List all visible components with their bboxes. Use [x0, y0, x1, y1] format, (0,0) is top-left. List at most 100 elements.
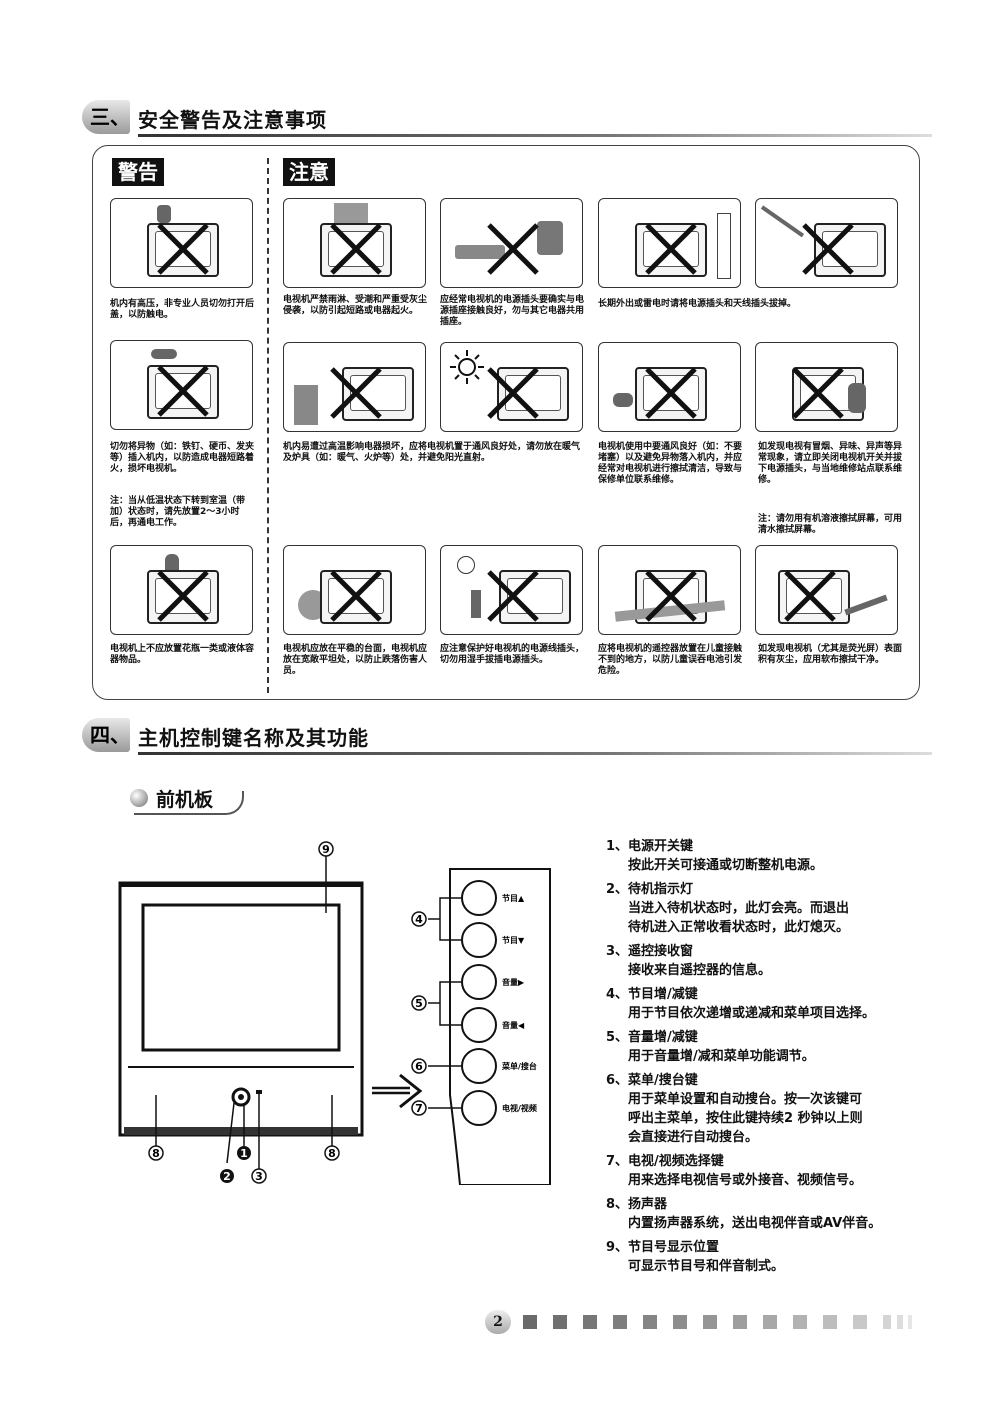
function-item: 7、电视/视频选择键 用来选择电视信号或外接音、视频信号。 — [606, 1153, 936, 1190]
cross-icon — [645, 367, 697, 419]
cross-icon — [157, 223, 209, 275]
function-title: 8、扬声器 — [606, 1197, 668, 1212]
caution-text-abnormal: 如发现电视有冒烟、异味、异声等异常现象，请立即关闭电视机开关并拔下电源插头，与当… — [758, 442, 903, 485]
lightning-illustration — [760, 205, 805, 238]
section-4-heading: 四、 主机控制键名称及其功能 — [82, 718, 932, 758]
footer-square-icon — [553, 1315, 567, 1329]
hand-illustration — [151, 349, 177, 359]
cross-icon — [330, 570, 382, 622]
footer-square-icon — [883, 1315, 891, 1329]
cross-icon — [330, 223, 382, 275]
function-desc: 用于音量增/减和菜单功能调节。 — [628, 1049, 815, 1064]
caution-card-screen-cleaning — [755, 545, 898, 635]
caution-card-thunder — [598, 198, 741, 288]
section-number: 四、 — [82, 718, 130, 752]
caution-card-abnormal — [755, 342, 898, 432]
caution-text-heat: 机内易遭过高温影响电器损坏，应将电视机置于通风良好处，请勿放在暖气及炉具（如：暖… — [283, 442, 581, 463]
function-desc: 按此开关可接通或切断整机电源。 — [628, 858, 824, 873]
caution-card-antenna — [755, 198, 898, 288]
function-item: 1、电源开关键 按此开关可接通或切断整机电源。 — [606, 838, 936, 875]
caution-text-wet-hands: 应注意保护好电视机的电源线插头，切勿用湿手拔插电源插头。 — [440, 644, 585, 665]
caution-card-socket — [440, 198, 583, 288]
footer-square-icon — [613, 1315, 627, 1329]
power-strip-illustration — [455, 245, 505, 259]
cross-icon — [157, 365, 209, 417]
plug-illustration — [471, 590, 481, 618]
caution-text-remote: 应将电视机的遥控器放置在儿童接触不到的地方，以防儿童误吞电池引发危险。 — [598, 644, 743, 676]
function-list: 1、电源开关键 按此开关可接通或切断整机电源。 2、待机指示灯 当进入待机状态时… — [606, 838, 936, 1282]
hand-illustration — [848, 383, 866, 413]
caution-card-ventilation — [598, 342, 741, 432]
function-title: 1、电源开关键 — [606, 839, 694, 854]
caution-card-remote — [598, 545, 741, 635]
section-title: 安全警告及注意事项 — [138, 108, 327, 132]
callout-8-left: 8 — [152, 1147, 160, 1160]
caution-card-stability — [283, 545, 426, 635]
safety-panel — [92, 145, 920, 700]
caution-card-wet-hands — [440, 545, 583, 635]
footer-square-icon — [763, 1315, 777, 1329]
button-label-volume-down: 音量◀ — [502, 1020, 525, 1030]
panel-divider — [267, 158, 269, 693]
caution-card-rain — [283, 198, 426, 288]
callout-2: 2 — [223, 1170, 231, 1183]
section-title: 主机控制键名称及其功能 — [138, 726, 369, 750]
caution-text-rain: 电视机严禁雨淋、受潮和严重受灰尘侵袭，以防引起短路或电器起火。 — [283, 295, 428, 316]
caution-tag: 注意 — [283, 158, 335, 186]
warning-card-vase — [110, 545, 253, 635]
callout-8-right: 8 — [328, 1147, 336, 1160]
footer-square-icon — [908, 1315, 912, 1329]
function-title: 3、遥控接收窗 — [606, 944, 694, 959]
footer-square-icon — [643, 1315, 657, 1329]
function-title: 5、音量增/减键 — [606, 1030, 698, 1045]
function-item: 6、菜单/搜台键 用于菜单设置和自动搜台。按一次该键可 呼出主菜单，按住此键持续… — [606, 1072, 936, 1147]
function-title: 7、电视/视频选择键 — [606, 1154, 724, 1169]
function-item: 9、节目号显示位置 可显示节目号和伴音制式。 — [606, 1239, 936, 1276]
section-3-heading: 三、 安全警告及注意事项 — [82, 100, 932, 140]
button-label-channel-up: 节目▲ — [502, 893, 525, 903]
page-number: 2 — [485, 1310, 511, 1334]
function-item: 2、待机指示灯 当进入待机状态时，此灯会亮。而退出 待机进入正常收看状态时，此灯… — [606, 881, 936, 937]
cross-icon — [487, 223, 539, 275]
heading-rule — [138, 752, 932, 755]
function-desc: 会直接进行自动搜台。 — [628, 1130, 759, 1145]
callout-4: 4 — [415, 913, 423, 926]
front-panel-title: 前机板 — [156, 789, 214, 811]
function-item: 3、遥控接收窗 接收来自遥控器的信息。 — [606, 943, 936, 980]
footer-square-icon — [853, 1315, 867, 1329]
function-item: 5、音量增/减键 用于音量增/减和菜单功能调节。 — [606, 1029, 936, 1066]
warning-card-foreign-objects — [110, 340, 253, 430]
callout-9: 9 — [322, 843, 330, 856]
caution-text-screen-cleaning: 如发现电视机（尤其是荧光屏）表面积有灰尘，应用软布擦拭干净。 — [758, 644, 903, 665]
callout-6: 6 — [415, 1060, 423, 1073]
function-desc: 可显示节目号和伴音制式。 — [628, 1259, 785, 1274]
callout-7: 7 — [415, 1102, 423, 1115]
function-item: 4、节目增/减键 用于节目依次递增或递减和菜单项目选择。 — [606, 986, 936, 1023]
cross-icon — [784, 570, 836, 622]
footer-square-icon — [583, 1315, 597, 1329]
function-desc: 接收来自遥控器的信息。 — [628, 963, 772, 978]
cross-icon — [157, 570, 209, 622]
water-drop-illustration — [457, 556, 475, 574]
footer-square-icon — [523, 1315, 537, 1329]
tv-illustration — [342, 367, 414, 421]
bullet-ball-icon — [130, 789, 148, 807]
function-title: 9、节目号显示位置 — [606, 1240, 720, 1255]
cloth-illustration — [844, 594, 888, 616]
warning-text-high-voltage: 机内有高压，非专业人员切勿打开后盖，以防触电。 — [110, 299, 255, 320]
section-number: 三、 — [82, 100, 130, 134]
caution-text-ventilation: 电视机使用中要通风良好（如：不要堵塞）以及避免异物落入机内，并应经常对电视机进行… — [598, 442, 743, 485]
heater-illustration — [294, 385, 318, 425]
warning-card-high-voltage — [110, 198, 253, 288]
button-label-volume-up: 音量▶ — [502, 977, 525, 987]
function-title: 6、菜单/搜台键 — [606, 1073, 698, 1088]
cross-icon — [645, 223, 697, 275]
function-desc: 内置扬声器系统，送出电视伴音或AV伴音。 — [628, 1216, 882, 1231]
caution-card-sunlight — [440, 342, 583, 432]
caution-card-heat — [283, 342, 426, 432]
function-desc: 用来选择电视信号或外接音、视频信号。 — [628, 1173, 863, 1188]
button-label-channel-down: 节目▼ — [502, 935, 525, 945]
warning-text-foreign-objects: 切勿将异物（如：铁钉、硬币、发夹等）插入机内，以防造成电器短路着火，损坏电视机。 — [110, 442, 255, 474]
cross-icon — [802, 223, 854, 275]
callout-5: 5 — [415, 997, 423, 1010]
